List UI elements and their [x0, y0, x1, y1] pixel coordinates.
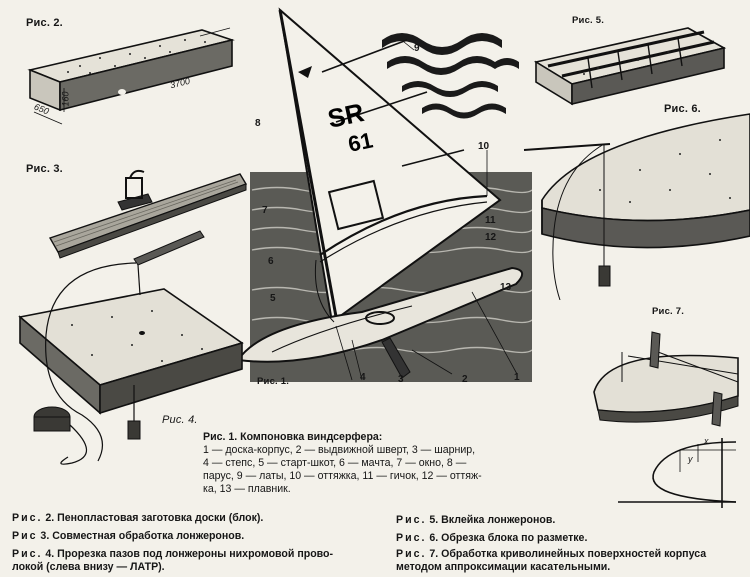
fig7-axis-y: y: [688, 454, 693, 464]
callout-11: 11: [485, 215, 496, 226]
legend-line: парус, 9 — латы, 10 — оттяжка, 11 — гичо…: [203, 470, 482, 482]
caption-fig7: Рис. 7. Обработка криволинейных поверхно…: [396, 548, 707, 573]
caption-fig2: Рис. 2. Пенопластовая заготовка доски (б…: [12, 512, 264, 524]
caption-fig6: Рис. 6. Обрезка блока по разметке.: [396, 532, 588, 544]
callout-7: 7: [262, 205, 268, 216]
caption-fig5: Рис. 5. Вклейка лонжеронов.: [396, 514, 556, 526]
callout-12: 12: [485, 232, 497, 243]
legend-line: 4 — степс, 5 — старт-шкот, 6 — мачта, 7 …: [203, 457, 467, 469]
fig7-axis-x: x: [704, 436, 709, 446]
fig5-gluing-illustration: [533, 27, 727, 106]
fig4-label: Рис. 4.: [162, 414, 198, 426]
legend-title: Рис. 1. Компоновка виндсерфера:: [203, 431, 383, 443]
callout-9: 9: [414, 43, 420, 54]
fig1-windsurfer-illustration: SR 61: [236, 7, 532, 382]
legend-line: ка, 13 — плавник.: [203, 483, 291, 495]
callout-1: 1: [514, 372, 520, 383]
fig5-label: Рис. 5.: [572, 15, 605, 26]
fig7-approximation-illustration: [593, 331, 739, 508]
fig2-dimension-height: 160: [60, 91, 71, 107]
sail-number: 61: [346, 127, 375, 157]
fig1-label: Рис. 1.: [257, 376, 290, 387]
fig2-foam-block-illustration: [27, 27, 235, 125]
fig1-legend: Рис. 1. Компоновка виндсерфера: 1 — доск…: [203, 431, 565, 496]
caption-fig3: Рис 3. Совместная обработка лонжеронов.: [12, 530, 245, 542]
fig7-label: Рис. 7.: [652, 306, 685, 317]
legend-line: 1 — доска-корпус, 2 — выдвижной шверт, 3…: [203, 444, 476, 456]
fig6-cutting-illustration: [523, 113, 750, 300]
fig6-label: Рис. 6.: [664, 103, 701, 115]
fig4-slot-cutting-illustration: [18, 230, 244, 465]
caption-fig4: Рис. 4. Прорезка пазов под лонжероны них…: [12, 548, 334, 573]
fig2-label: Рис. 2.: [26, 17, 63, 29]
callout-8: 8: [255, 118, 261, 129]
callout-4: 4: [360, 372, 366, 383]
callout-5: 5: [270, 293, 276, 304]
callout-10: 10: [478, 141, 490, 152]
callout-3: 3: [398, 374, 404, 385]
fig3-label: Рис. 3.: [26, 163, 63, 175]
callout-13: 13: [500, 282, 512, 293]
callout-2: 2: [462, 374, 468, 385]
sail-letters: SR: [325, 97, 367, 134]
callout-6: 6: [268, 256, 274, 267]
fig3-spars-illustration: [48, 169, 248, 259]
